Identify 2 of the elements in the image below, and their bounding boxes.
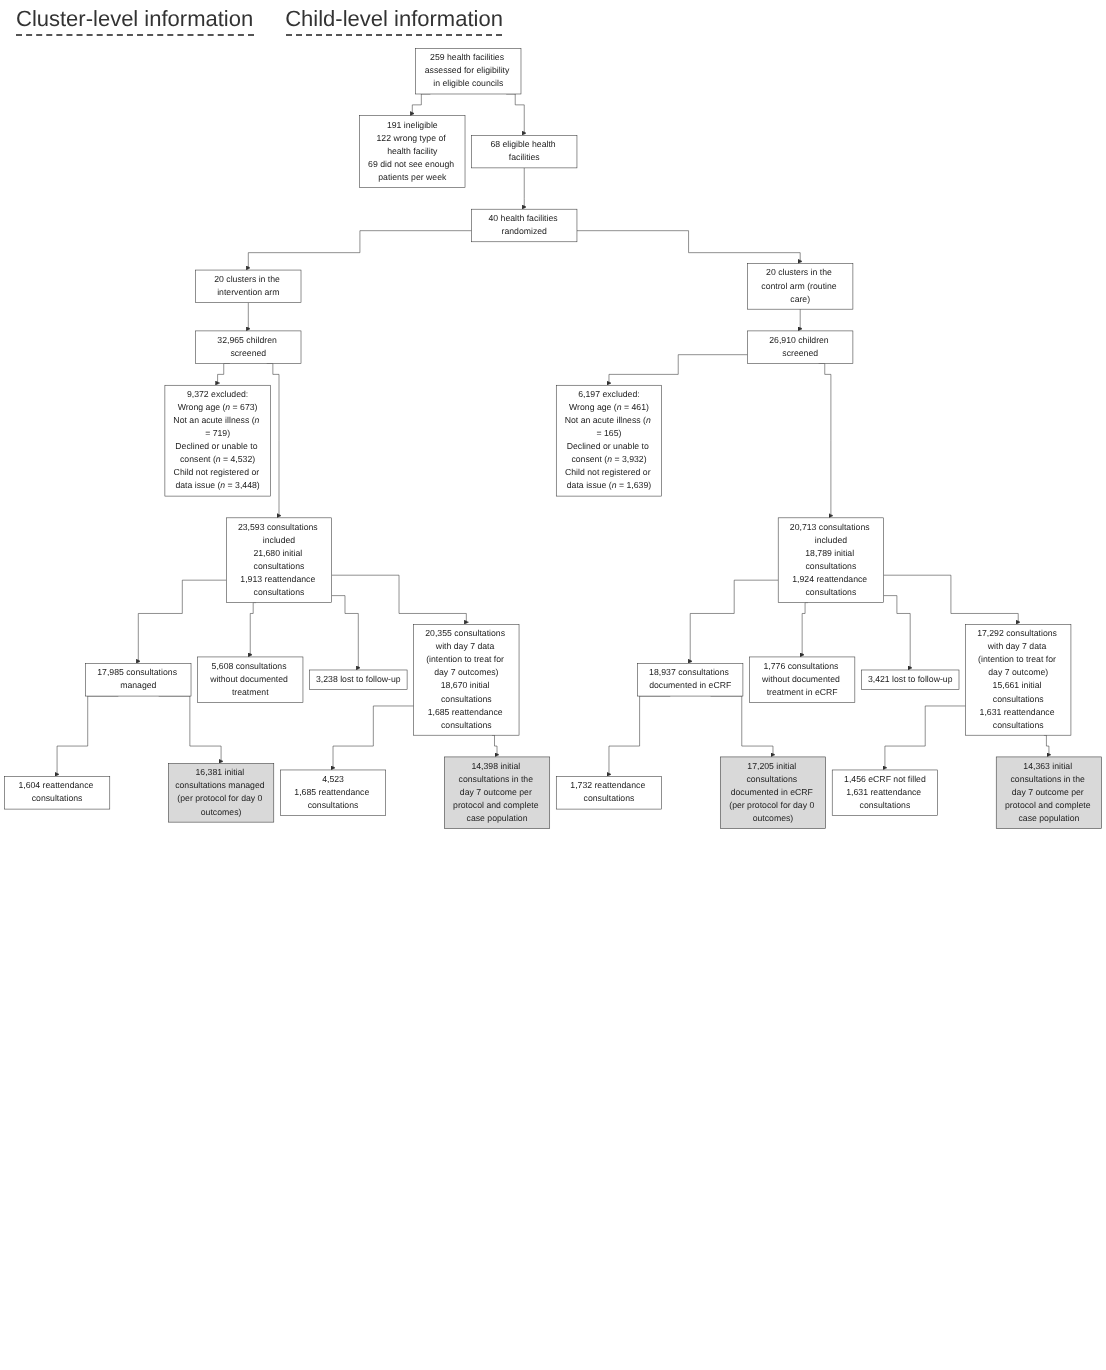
section-label: Child-level information xyxy=(285,8,503,36)
section-label: Cluster-level information xyxy=(16,8,254,36)
